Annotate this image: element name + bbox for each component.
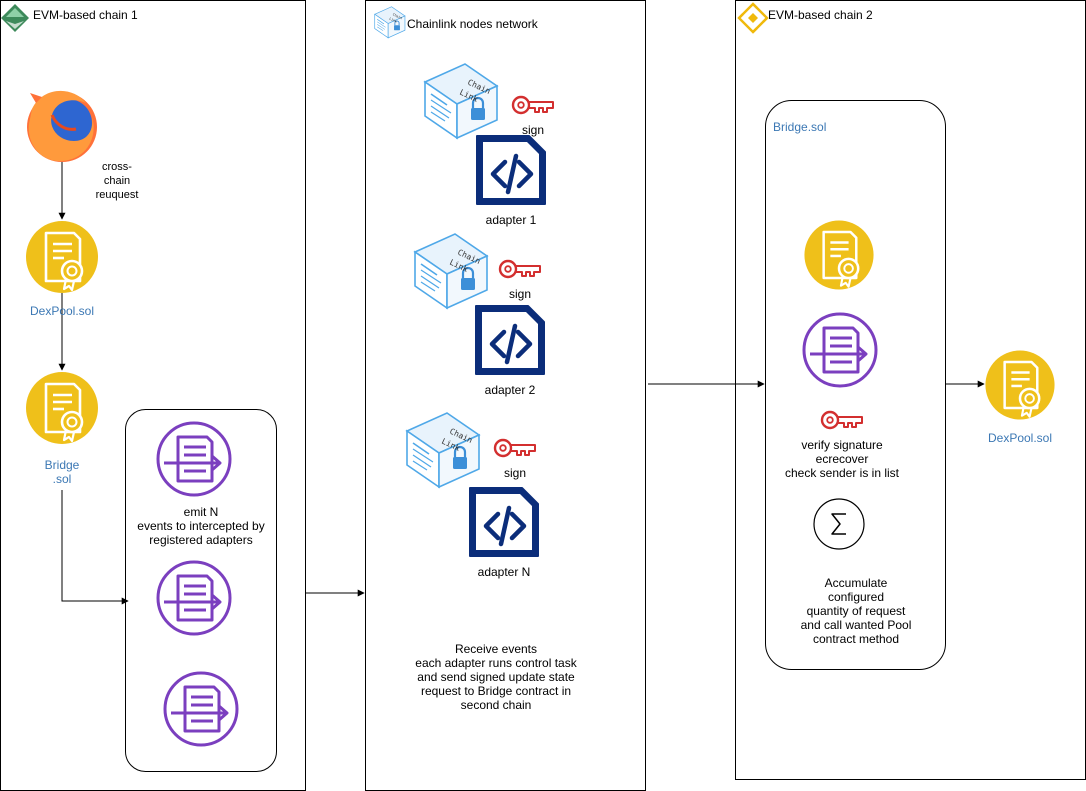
event-icon: [156, 421, 232, 497]
chain1-title: EVM-based chain 1: [33, 8, 138, 22]
event-icon: [163, 671, 239, 747]
chainlink-node-icon: [423, 62, 499, 140]
sign-label: sign: [521, 123, 544, 137]
bridge-label: Bridge .sol: [44, 458, 80, 486]
adapter-code-icon: [477, 136, 545, 204]
key-icon: [820, 410, 864, 430]
dexpool-contract-icon: [984, 349, 1056, 421]
chainlink-icon: [374, 6, 406, 39]
bridge-contract-icon: [803, 219, 875, 291]
key-icon: [493, 438, 537, 458]
key-icon: [511, 95, 555, 115]
adapter-label: adapter 1: [485, 213, 537, 227]
event-icon: [802, 312, 878, 388]
sign-label: sign: [503, 466, 526, 480]
adapter-code-icon: [470, 488, 538, 556]
cross-chain-request-label: cross- chain reuquest: [95, 161, 139, 201]
key-icon: [498, 259, 542, 279]
chainlink-description: Receive events each adapter runs control…: [415, 642, 577, 712]
sum-icon: [813, 498, 865, 550]
chainlink-node-icon: [405, 411, 481, 489]
bridge-sol-title: Bridge.sol: [773, 120, 827, 134]
sign-label: sign: [508, 287, 531, 301]
firefox-icon: [27, 90, 97, 162]
dexpool-label: DexPool.sol: [987, 431, 1053, 445]
bridge-sol-box: [765, 100, 946, 670]
connector-arrow: [61, 490, 129, 605]
adapter-label: adapter N: [477, 565, 531, 579]
dexpool-contract-icon: [24, 219, 100, 295]
chainlink-title: Chainlink nodes network: [407, 17, 538, 31]
bridge-contract-icon: [24, 370, 100, 446]
events-group-box: [125, 409, 277, 772]
binance-icon: [737, 2, 769, 34]
dexpool-label: DexPool.sol: [29, 304, 95, 318]
accumulate-label: Accumulate configured quantity of reques…: [800, 576, 912, 646]
chainlink-node-icon: [413, 232, 489, 310]
event-icon: [156, 560, 232, 636]
events-label: emit N events to intercepted by register…: [137, 505, 265, 547]
adapter-code-icon: [476, 306, 544, 374]
evm-chain-icon: [1, 4, 29, 32]
adapter-label: adapter 2: [484, 383, 536, 397]
chain2-title: EVM-based chain 2: [768, 8, 873, 22]
verify-signature-label: verify signature ecrecover check sender …: [784, 438, 900, 480]
